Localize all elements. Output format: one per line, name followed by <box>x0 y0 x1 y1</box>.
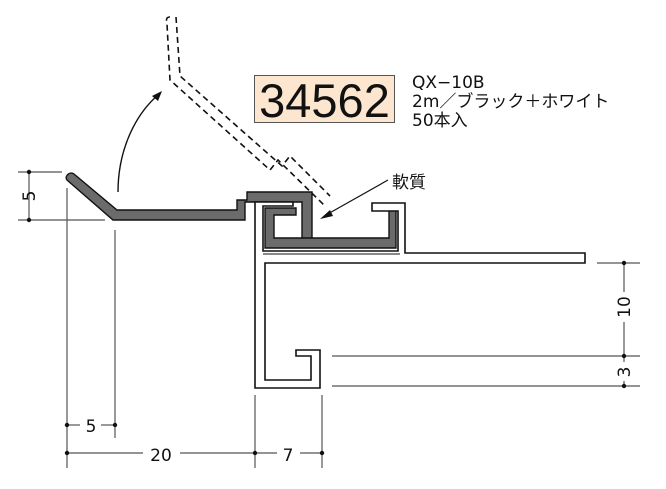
dim-bottom-total: 20 <box>150 446 172 466</box>
soft-leader-arrowhead-icon <box>320 210 333 219</box>
dim-bottom-inner: 5 <box>86 417 97 437</box>
dim-left-height: 5 <box>20 191 40 202</box>
dim-bottom-right: 7 <box>283 446 294 466</box>
product-info: QX−10B 2m／ブラック＋ホワイト 50本入 <box>412 74 609 131</box>
open-position-outline <box>165 16 331 207</box>
rotation-arrow <box>117 94 159 193</box>
product-code: 34562 <box>259 74 390 127</box>
hard-profile <box>254 201 586 389</box>
soft-channel <box>264 207 397 249</box>
product-quantity: 50本入 <box>412 111 468 131</box>
product-code-box: 34562 <box>254 74 395 127</box>
product-spec: 2m／ブラック＋ホワイト <box>412 92 610 112</box>
dim-right-upper: 10 <box>615 296 635 318</box>
dimension-dots <box>26 169 627 456</box>
soft-material-label: 軟質 <box>392 173 426 193</box>
soft-leader-line <box>325 179 389 216</box>
dim-right-lower: 3 <box>615 367 635 378</box>
rotation-arrowhead-icon <box>152 91 162 101</box>
dimension-lines <box>18 171 640 468</box>
product-model: QX−10B <box>412 73 485 93</box>
